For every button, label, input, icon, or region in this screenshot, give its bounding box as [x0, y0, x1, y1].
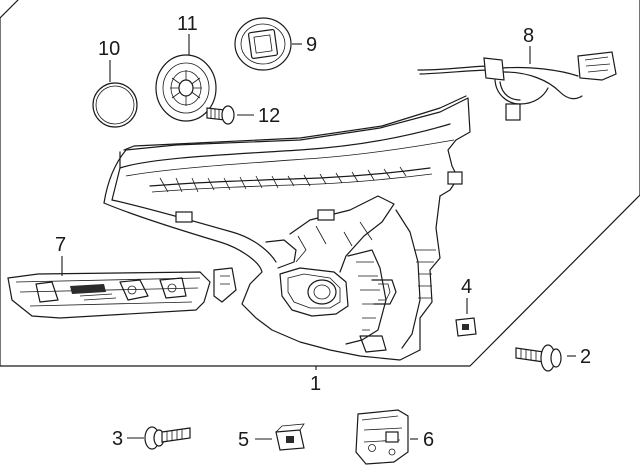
assembly-boundary [0, 0, 640, 367]
callout-7: 7 [55, 234, 66, 256]
part-2-bolt [515, 344, 562, 372]
part-6-adjuster-bracket [355, 409, 409, 465]
part-1-headlamp-assembly [103, 95, 471, 361]
callout-4: 4 [461, 276, 472, 298]
callout-3: 3 [112, 428, 123, 450]
callout-2: 2 [580, 346, 591, 368]
part-10-oring [92, 82, 138, 128]
callout-11: 11 [177, 13, 198, 35]
part-8-wiring-harness [417, 51, 617, 121]
callout-6: 6 [423, 429, 434, 451]
callout-8: 8 [523, 25, 534, 47]
callout-9: 9 [306, 34, 317, 56]
part-4-nut [455, 317, 477, 337]
callout-12: 12 [258, 105, 280, 127]
callout-10: 10 [98, 38, 120, 60]
callout-1: 1 [310, 373, 321, 395]
part-9-dust-cover [234, 17, 292, 71]
part-3-bolt [144, 426, 191, 450]
part-11-socket-cap [155, 54, 217, 122]
part-7-bracket [7, 271, 211, 319]
part-5-clip-nut [275, 423, 305, 451]
callout-5: 5 [238, 429, 249, 451]
leader-lines [61, 34, 576, 440]
part-12-screw [206, 105, 235, 125]
